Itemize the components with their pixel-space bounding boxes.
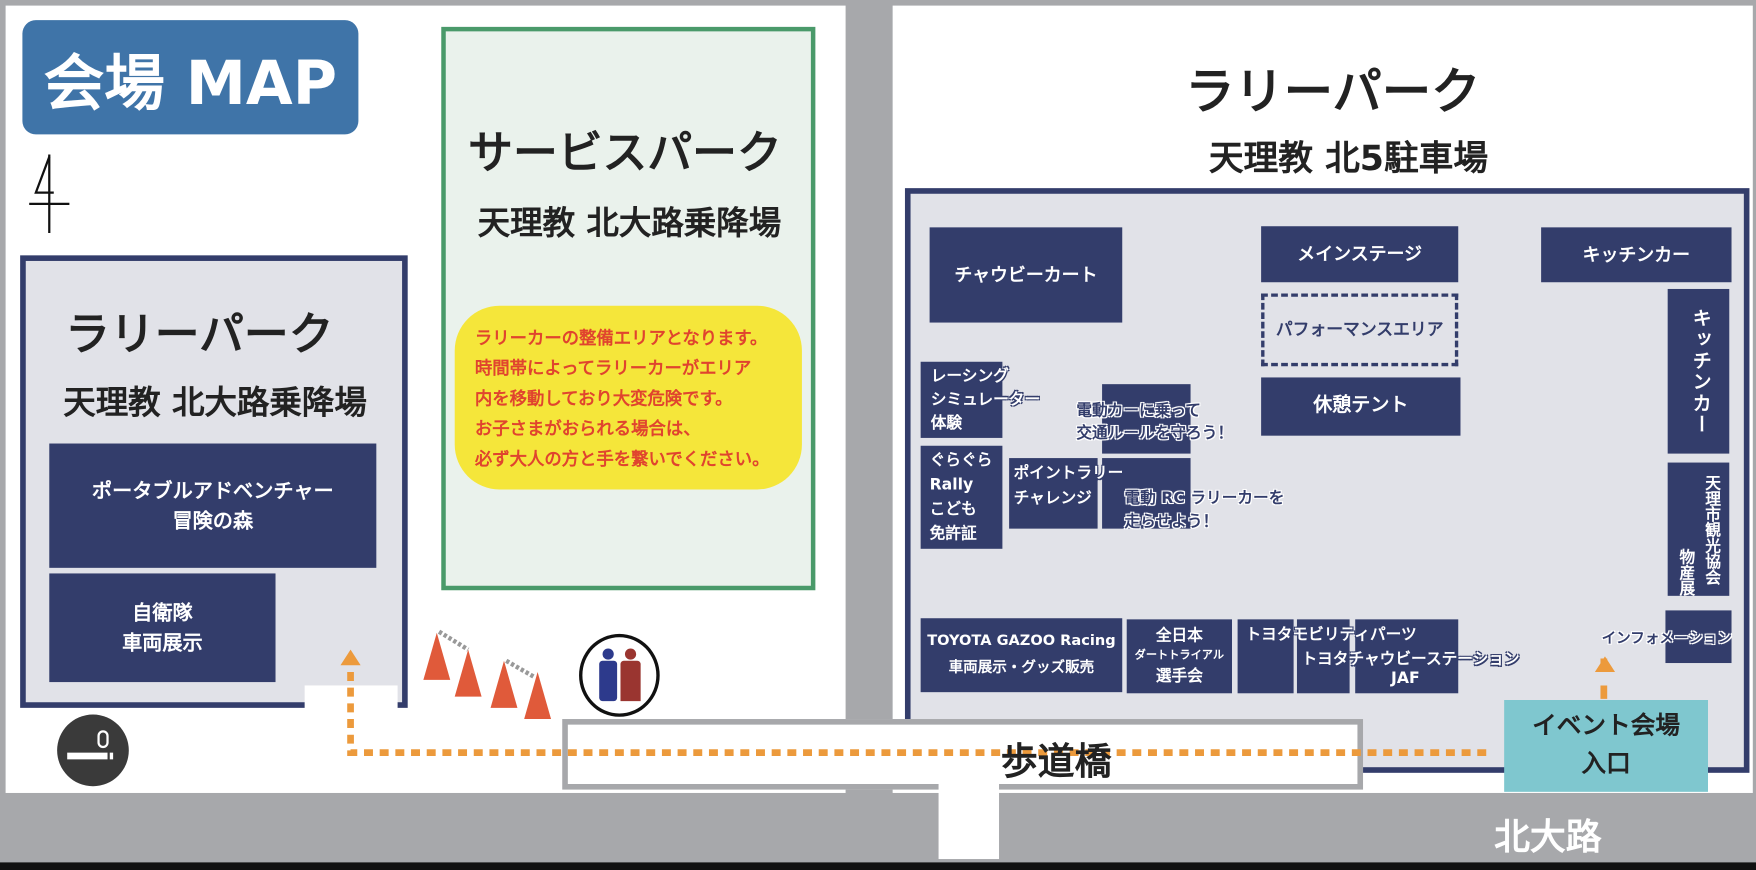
booth-toyota-mobility-parts[interactable]	[1237, 619, 1294, 694]
label-line: 全日本	[1155, 627, 1203, 646]
label-line: 車両展示・グッズ販売	[948, 659, 1095, 677]
warning-line: ラリーカーの整備エリアとなります。	[474, 328, 768, 349]
booth-jaf[interactable]	[1355, 619, 1459, 694]
jaf-label: JAF	[1391, 669, 1420, 688]
booth-point-rally[interactable]	[1009, 458, 1098, 529]
smoking-area-icon	[57, 714, 129, 787]
traffic-cone-icon	[524, 672, 552, 720]
booth-chowbie-station[interactable]	[1296, 619, 1350, 694]
label-line: チャレンジ	[1013, 489, 1092, 508]
route-arrow-icon	[1594, 656, 1616, 672]
booth-label: 冒険の森	[172, 509, 254, 533]
label-line: Rally	[929, 476, 974, 494]
warning-line: 内を移動しており大変危険です。	[474, 388, 733, 409]
traffic-cone-icon	[423, 632, 451, 680]
label-line: シミュレーター	[930, 390, 1041, 409]
booth-main-stage[interactable]: メインステージ	[1261, 226, 1459, 283]
label-line: 交通ルールを守ろう！	[1076, 424, 1234, 443]
booth-chowbie-kart[interactable]: チャウビーカート	[929, 227, 1123, 323]
label-line: ダートトライアル	[1134, 649, 1225, 662]
booth-kitchen-car-side[interactable]: キッチンカー	[1667, 288, 1730, 454]
entrance-label: イベント会場	[1532, 712, 1680, 741]
label-line: 体験	[930, 414, 963, 433]
ev-ride-label: 電動カーに乗って交通ルールを守ろう！	[1076, 400, 1233, 445]
entrance-label: 入口	[1581, 750, 1631, 779]
booth-ev-ride[interactable]	[1102, 384, 1191, 454]
label-line: こども	[929, 500, 977, 519]
event-entrance[interactable]: イベント会場入口	[1504, 700, 1708, 792]
warning-line: 時間帯によってラリーカーがエリア	[474, 358, 752, 379]
traffic-cone-icon	[454, 649, 482, 697]
right-park-subtitle: 天理教 北5駐車場	[1208, 138, 1489, 180]
booth-racing-simulator[interactable]	[920, 361, 1003, 438]
north-arrow-icon	[29, 154, 70, 233]
restroom-icon	[579, 633, 660, 717]
booth-label: 物産展	[1677, 548, 1696, 596]
label-line: 免許証	[929, 525, 977, 544]
label-line: レーシング	[930, 367, 1009, 386]
booth-information[interactable]	[1665, 610, 1732, 664]
label-line: 電動 RC ラリーカーを	[1124, 489, 1285, 508]
service-park-subtitle: 天理教 北大路乗降場	[477, 203, 782, 242]
service-park-title: サービスパーク	[468, 127, 782, 180]
bottom-edge	[0, 862, 1756, 870]
footbridge-label: 歩道橋	[1000, 739, 1112, 783]
booth-toyota-gazoo-racing[interactable]: TOYOTA GAZOO Racing 車両展示・グッズ販売	[920, 618, 1123, 693]
booth-rest-tent[interactable]: 休憩テント	[1261, 377, 1461, 436]
traffic-cone-icon	[490, 660, 518, 708]
toyota-mobility-label: トヨタモビリティパーツ	[1245, 626, 1417, 644]
footbridge-stairs	[938, 784, 1000, 860]
booth-label: 天理市観光協会	[1702, 474, 1721, 585]
map-title: 会場 MAP	[22, 20, 359, 135]
info-label: インフォメーション	[1601, 630, 1732, 648]
booth-label: ポータブルアドベンチャー	[91, 478, 334, 503]
booth-portable-adventure[interactable]: ポータブルアドベンチャー冒険の森	[49, 443, 377, 568]
chowbie-station-label: トヨタチャウビーステーション	[1301, 650, 1520, 669]
road-label: 北大路	[1494, 815, 1602, 858]
booth-kitchen-car-top[interactable]: キッチンカー	[1541, 227, 1732, 283]
booth-dirt-trial[interactable]: 全日本ダートトライアル選手会	[1126, 619, 1232, 694]
safety-warning: ラリーカーの整備エリアとなります。 時間帯によってラリーカーがエリア 内を移動し…	[454, 305, 802, 490]
booth-guragura-rally[interactable]: ぐらぐら Rally こども免許証	[920, 445, 1003, 549]
label-line: ポイントラリー	[1013, 464, 1124, 483]
point-rally-label: ポイントラリーチャレンジ	[1014, 461, 1124, 510]
label-line: ぐらぐら	[929, 451, 993, 470]
booth-rc-car[interactable]	[1102, 458, 1191, 529]
racing-sim-label: レーシングシミュレーター体験	[931, 365, 1040, 436]
booth-label: 自衛隊	[132, 600, 193, 625]
booth-sdf-vehicles[interactable]: 自衛隊車両展示	[49, 573, 276, 683]
rc-car-label: 電動 RC ラリーカーを走らせよう！	[1124, 487, 1284, 534]
warning-line: 必ず大人の方と手を繋いでください。	[474, 449, 770, 470]
label-line: 電動カーに乗って	[1076, 402, 1201, 420]
booth-tourism-association[interactable]: 天理市観光協会物産展	[1667, 462, 1730, 596]
right-park-title: ラリーパーク	[1185, 63, 1481, 121]
warning-line: お子さまがおられる場合は、	[474, 418, 701, 440]
label-line: 走らせよう！	[1124, 512, 1219, 531]
left-park-subtitle: 天理教 北大路乗降場	[63, 383, 367, 422]
left-park-title: ラリーパーク	[65, 309, 334, 361]
label-line: 選手会	[1155, 667, 1203, 686]
route-path	[340, 649, 1490, 756]
booth-label: 車両展示	[122, 631, 203, 655]
route-arrow-icon	[1600, 658, 1609, 699]
label-line: TOYOTA GAZOO Racing	[927, 632, 1116, 650]
performance-area[interactable]: パフォーマンスエリア	[1261, 293, 1459, 367]
